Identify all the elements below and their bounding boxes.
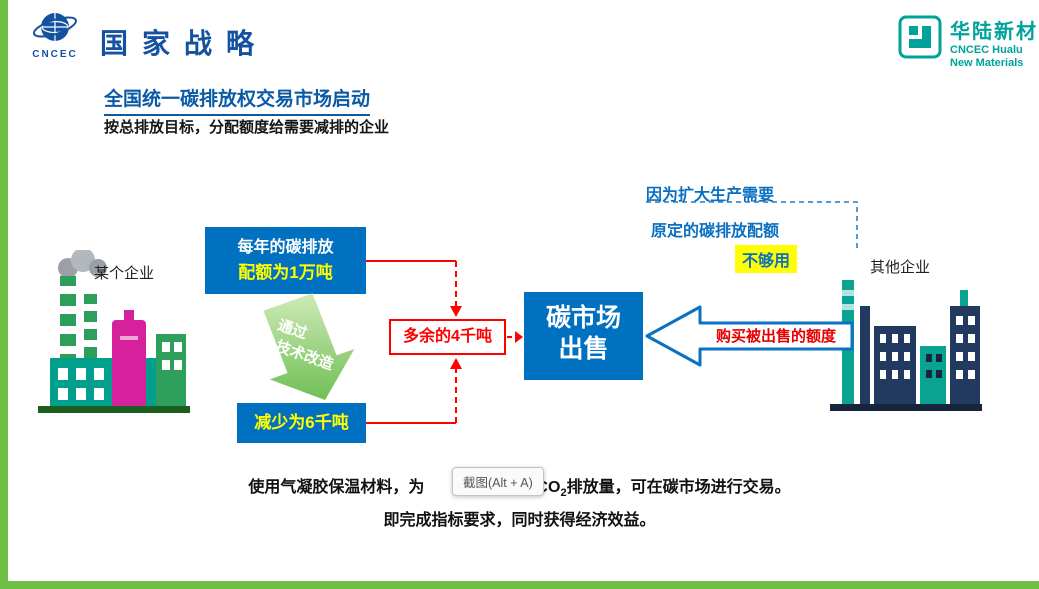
- right-factory-label: 其他企业: [870, 259, 931, 276]
- co2-subscript: 2: [560, 487, 567, 500]
- process-arrow: 通过 技术改造: [263, 293, 355, 400]
- factory-right-illustration: [830, 280, 982, 411]
- market-line-2: 出售: [558, 335, 609, 363]
- footer-line1-pre: 使用气凝胶保温材料，为: [248, 479, 425, 496]
- quota-box: 每年的碳排放 配额为1万吨: [205, 227, 366, 294]
- factory-left-illustration: [38, 250, 190, 413]
- note-original: 原定的碳排放配额: [651, 223, 780, 240]
- surplus-box: 多余的4千吨: [389, 319, 506, 355]
- cncec-logo-text: CNCEC: [32, 49, 78, 60]
- hualu-name: 华陆新材: [950, 21, 1038, 43]
- buy-arrow: 购买被出售的额度: [645, 305, 854, 367]
- market-line-1: 碳市场: [545, 304, 621, 332]
- footer-line-2: 即完成指标要求，同时获得经济效益。: [383, 512, 656, 529]
- quota-line-2: 配额为1万吨: [238, 263, 333, 282]
- hualu-sub-line2: New Materials: [950, 57, 1024, 69]
- cncec-logo: CNCEC: [24, 10, 86, 65]
- hualu-sub-line1: CNCEC Hualu: [950, 44, 1023, 56]
- note-expand: 因为扩大生产需要: [646, 187, 775, 204]
- left-factory-label: 某个企业: [94, 265, 155, 282]
- strategy-title: 国家战略: [100, 29, 269, 60]
- buy-arrow-label: 购买被出售的额度: [716, 327, 837, 345]
- reduced-box: 减少为6千吨: [237, 403, 366, 443]
- screenshot-tooltip[interactable]: 截图(Alt + A): [452, 467, 544, 496]
- insufficient-badge: 不够用: [735, 245, 798, 273]
- left-accent-bar: [0, 0, 8, 589]
- bottom-accent-bar: [0, 581, 1039, 589]
- cncec-globe-icon: CNCEC: [32, 13, 78, 60]
- page-subtitle: 按总排放目标，分配额度给需要减排的企业: [104, 119, 390, 136]
- market-box: 碳市场 出售: [524, 292, 643, 380]
- footer-line1-end: 排放量，可在碳市场进行交易。: [566, 479, 791, 496]
- quota-line-1: 每年的碳排放: [237, 239, 334, 256]
- page-title: 全国统一碳排放权交易市场启动: [104, 84, 371, 116]
- hualu-icon: [898, 15, 942, 59]
- hualu-logo: 华陆新材 CNCEC Hualu New Materials: [898, 15, 1038, 70]
